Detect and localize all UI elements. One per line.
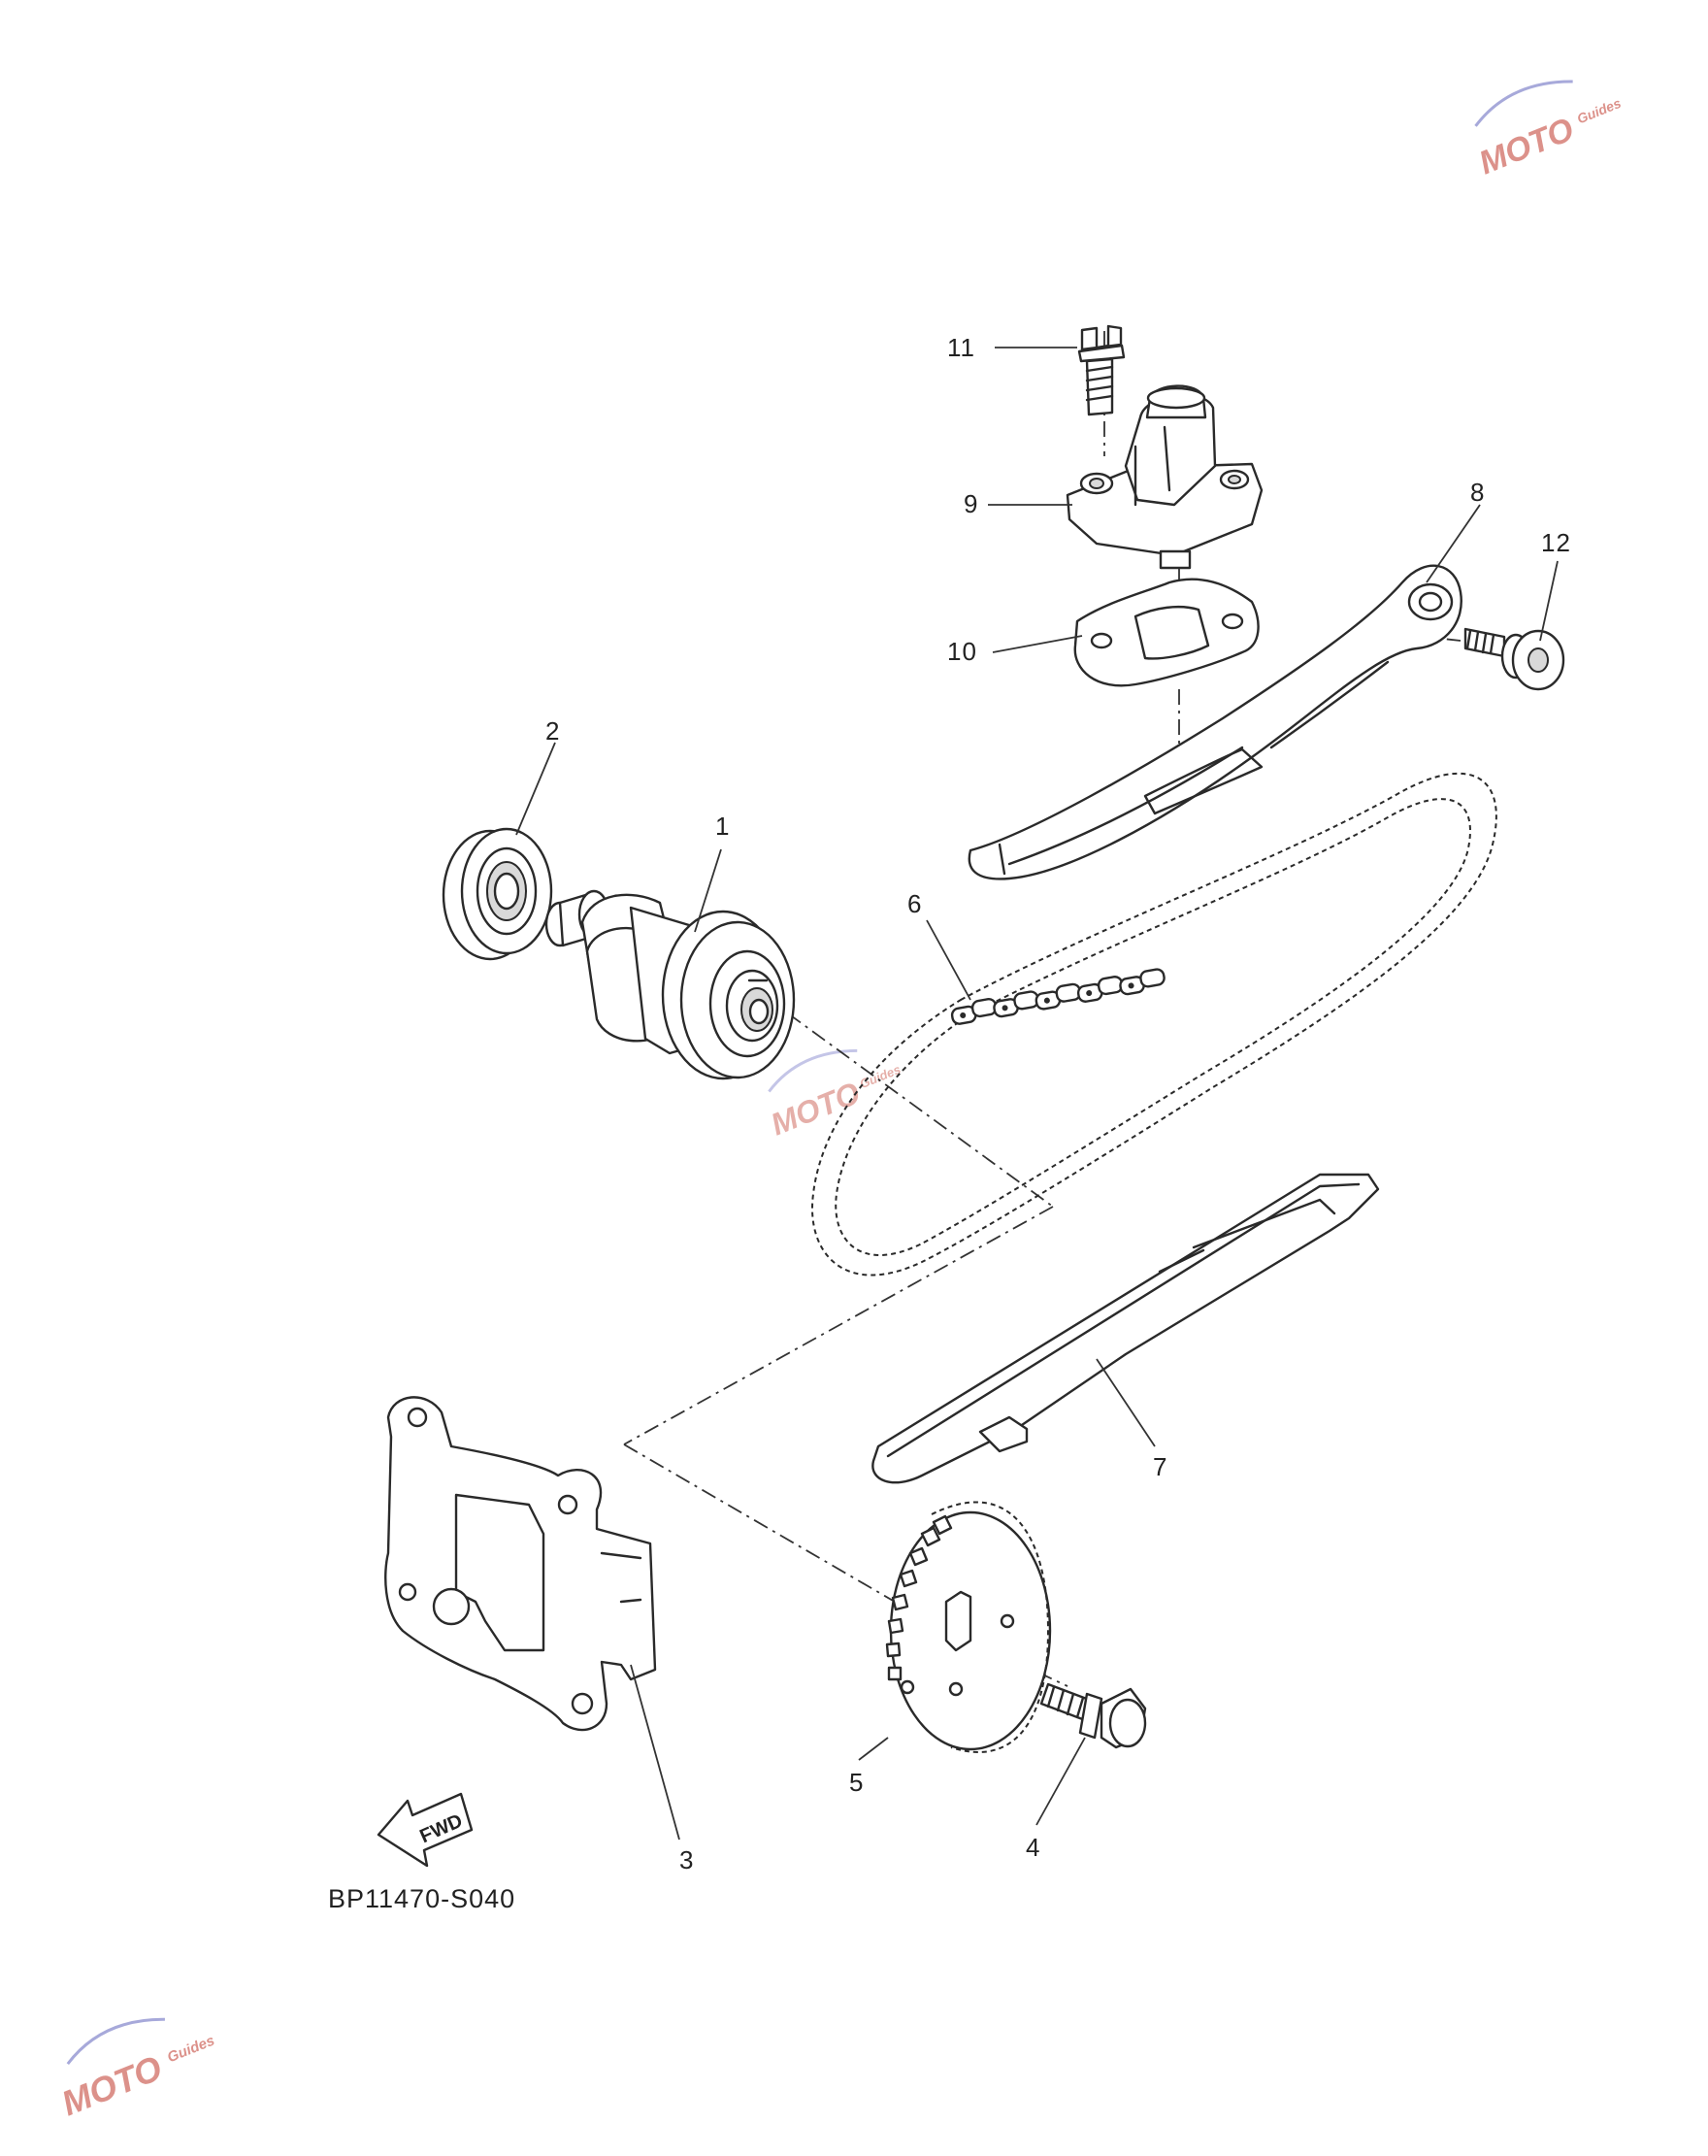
tensioner-guide-part: [968, 564, 1462, 880]
leader-lines: [515, 347, 1559, 1841]
callout-11: 11: [947, 333, 975, 362]
timing-chain: [811, 772, 1497, 1277]
callout-4: 4: [1026, 1833, 1040, 1862]
watermark-brand-top: MOTO: [1474, 111, 1579, 182]
bearing-part: [442, 827, 553, 961]
sprocket-teeth: [885, 1514, 953, 1681]
chain-guide-part: [871, 1173, 1380, 1484]
bolt-part-11: [1077, 324, 1126, 416]
bolt-part-12: [1463, 627, 1565, 691]
callout-10: 10: [947, 637, 977, 666]
chain-links-detail: [950, 968, 1166, 1025]
camshaft-part: [544, 889, 796, 1080]
callout-7: 7: [1153, 1452, 1167, 1481]
watermark-sub-top: Guides: [1575, 95, 1624, 127]
fwd-arrow: FWD: [377, 1792, 474, 1868]
bolt-part-4: [1039, 1682, 1147, 1749]
callout-9: 9: [964, 489, 978, 518]
sprocket-part: [885, 1501, 1052, 1753]
diagram-code: BP11470-S040: [328, 1884, 515, 1913]
watermark-bottom: MOTO Guides: [56, 2017, 217, 2123]
callout-5: 5: [849, 1768, 864, 1797]
callout-6: 6: [907, 889, 922, 918]
bracket-part: [384, 1396, 657, 1732]
callout-1: 1: [715, 812, 730, 841]
callout-12: 12: [1541, 528, 1571, 557]
callout-2: 2: [545, 716, 560, 746]
callout-3: 3: [679, 1845, 694, 1874]
callout-8: 8: [1470, 478, 1485, 507]
watermark-brand-middle: MOTO: [766, 1075, 865, 1142]
watermark-top: MOTO Guides: [1474, 80, 1624, 182]
callout-numbers: 1 2 3 4 5 6 7 8 9 10 11 12: [545, 333, 1571, 1874]
gasket-part: [1073, 578, 1260, 687]
watermark-sub-bottom: Guides: [165, 2033, 217, 2067]
tensioner-part: [1066, 384, 1264, 570]
